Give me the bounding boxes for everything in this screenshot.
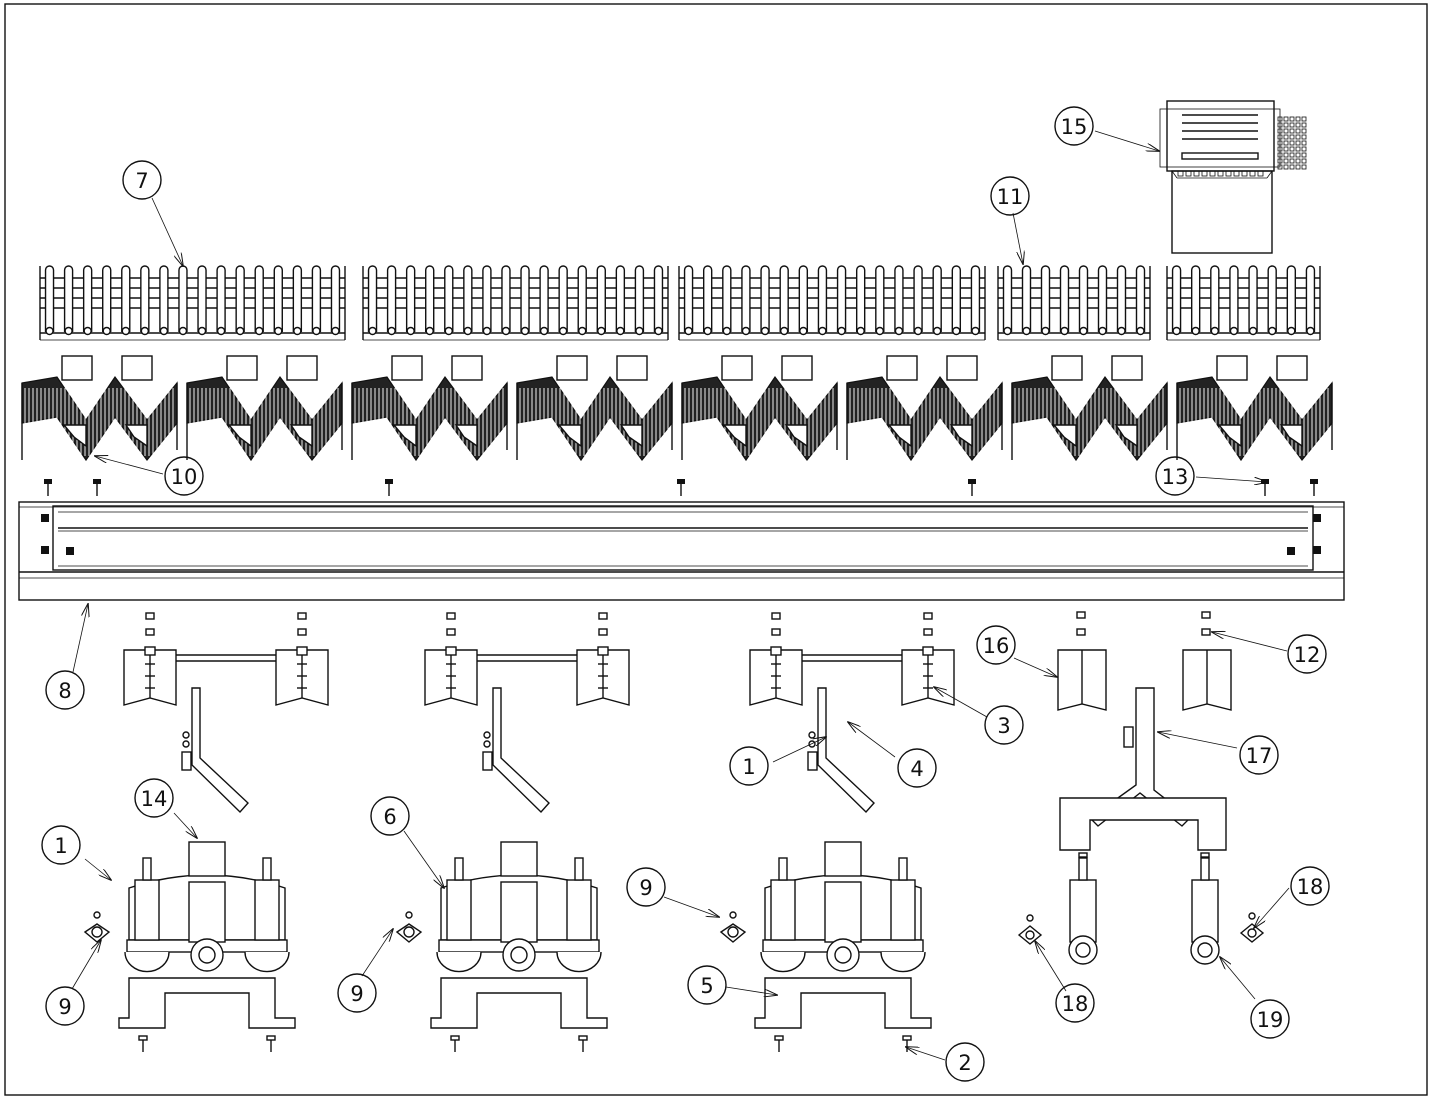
screw-5	[968, 479, 976, 496]
callout-19: 19	[1257, 1008, 1284, 1032]
callout-2: 2	[958, 1051, 971, 1075]
orifice-1	[83, 911, 111, 943]
burner-grates	[39, 265, 1321, 341]
screw-3	[385, 479, 393, 496]
side-screw-3	[1313, 514, 1321, 522]
single-valve-1	[1068, 852, 1098, 965]
callout-9-middle: 9	[350, 982, 363, 1006]
radiant-shields	[21, 355, 1333, 462]
valve-manifold-3	[760, 841, 926, 973]
callout-4: 4	[910, 757, 923, 781]
callout-9-left: 9	[58, 995, 71, 1019]
side-screw-6	[1287, 547, 1295, 555]
radiant-1	[21, 355, 178, 462]
screw-2	[93, 479, 101, 496]
callout-12: 12	[1294, 643, 1321, 667]
valve-bracket-3	[754, 977, 932, 1052]
radiant-4	[516, 355, 673, 462]
side-screw-4	[1313, 546, 1321, 554]
grate-1	[39, 265, 346, 341]
burner-4	[1057, 611, 1232, 711]
valve-manifold-2	[436, 841, 602, 973]
burner-tube-2	[482, 687, 550, 814]
burner-y-tube	[1059, 687, 1227, 851]
callout-8: 8	[58, 679, 71, 703]
callout-9-right: 9	[639, 876, 652, 900]
callout-balloons: 7 11 15 10 13 8 12 16 3 4 1 17 14 6 1 9 …	[41, 106, 1330, 1082]
burner-assemblies	[123, 611, 1232, 851]
callout-3: 3	[997, 714, 1010, 738]
burner-box-frame	[18, 501, 1345, 601]
radiant-5	[681, 355, 838, 462]
callout-5: 5	[700, 974, 713, 998]
radiant-8	[1176, 355, 1333, 462]
callout-13: 13	[1162, 465, 1189, 489]
side-screw-1	[41, 514, 49, 522]
valve-manifolds	[83, 841, 1265, 1052]
callout-1-right: 1	[742, 755, 755, 779]
orifice-18-2	[1239, 912, 1265, 943]
callout-7: 7	[135, 169, 148, 193]
radiant-7	[1011, 355, 1168, 462]
orifice-2	[395, 911, 423, 943]
grate-3	[678, 265, 986, 341]
grate-2	[362, 265, 669, 341]
callout-1-left: 1	[54, 834, 67, 858]
grate-5	[1166, 265, 1321, 341]
callout-16: 16	[983, 634, 1010, 658]
orifice-18-1	[1017, 914, 1043, 945]
orifice-3	[719, 911, 747, 943]
screw-7	[1310, 479, 1318, 496]
callout-6: 6	[383, 805, 396, 829]
callout-18-right: 18	[1297, 875, 1324, 899]
grate-4	[997, 265, 1151, 341]
radiant-6	[846, 355, 1003, 462]
radiant-2	[186, 355, 343, 462]
callout-18-left: 18	[1062, 992, 1089, 1016]
callout-15: 15	[1061, 115, 1088, 139]
valve-bracket-1	[118, 977, 296, 1052]
valve-bracket-2	[430, 977, 608, 1052]
callout-17: 17	[1246, 744, 1273, 768]
sheet-border	[4, 3, 1428, 1096]
screw-1	[44, 479, 52, 496]
callout-10: 10	[171, 465, 198, 489]
callout-14: 14	[141, 787, 168, 811]
burner-3	[749, 612, 955, 814]
radiant-3	[351, 355, 508, 462]
burner-1	[123, 612, 329, 814]
screws-part-13	[41, 479, 1321, 555]
burner-tube-1	[181, 687, 249, 814]
burner-tube-3	[807, 687, 875, 814]
callout-11: 11	[997, 185, 1024, 209]
single-valve-2	[1190, 852, 1220, 965]
screw-4	[677, 479, 685, 496]
valve-manifold-1	[124, 841, 290, 973]
side-screw-5	[66, 547, 74, 555]
burner-2	[424, 612, 630, 814]
side-screw-2	[41, 546, 49, 554]
control-box	[1159, 100, 1307, 254]
